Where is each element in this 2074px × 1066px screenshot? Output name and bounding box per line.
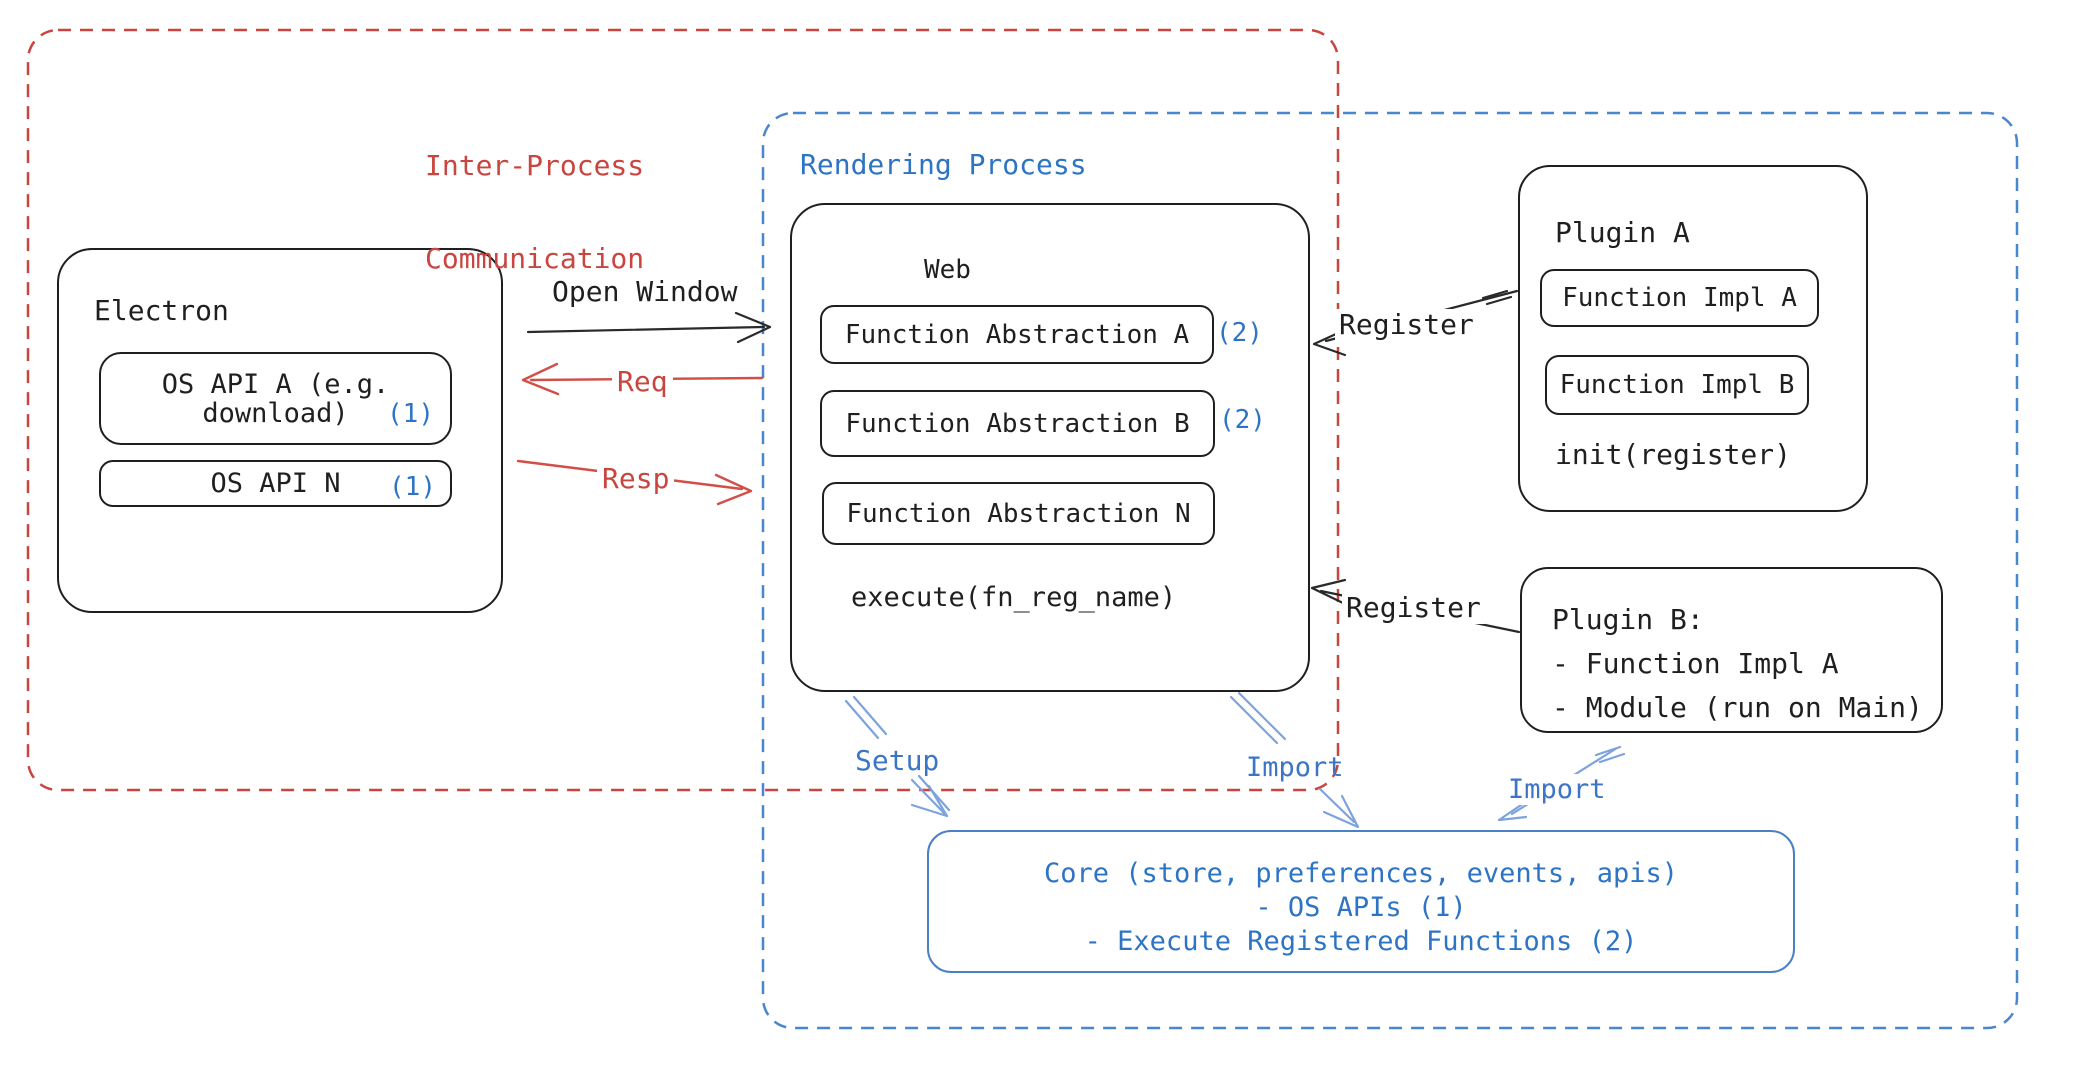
web-node: Web Function Abstraction A Function Abst… [790, 203, 1310, 692]
plugin-b-node: Plugin B: - Function Impl A - Module (ru… [1520, 567, 1943, 733]
plugin-a-title: Plugin A [1555, 216, 1690, 249]
rendering-process-group-outline [761, 111, 2019, 1030]
function-abstraction-a-ref: (2) [1216, 318, 1263, 348]
function-abstraction-a-label: Function Abstraction A [844, 319, 1190, 350]
function-abstraction-b-node: Function Abstraction B [820, 390, 1215, 457]
function-abstraction-b-label: Function Abstraction B [845, 408, 1190, 439]
core-title-line: Core (store, preferences, events, apis) [1044, 858, 1678, 889]
plugin-b-item-module: - Module (run on Main) [1552, 691, 1923, 724]
plugin-b-title: Plugin B: [1552, 603, 1704, 636]
function-impl-b-node: Function Impl B [1545, 355, 1809, 415]
execute-label: execute(fn_reg_name) [851, 582, 1177, 613]
setup-label: Setup [855, 744, 940, 777]
os-api-a-node: OS API A (e.g. download) (1) [99, 352, 452, 445]
open-window-arrow [526, 311, 772, 344]
resp-label: Resp [597, 463, 675, 495]
ipc-group-outline [26, 28, 1340, 792]
core-os-apis-line: - OS APIs (1) [1255, 892, 1467, 923]
electron-title: Electron [94, 294, 229, 327]
register-a-label: Register [1335, 309, 1478, 341]
os-api-n-label: OS API N [210, 468, 341, 499]
register-b-label: Register [1342, 592, 1485, 624]
function-abstraction-n-label: Function Abstraction N [846, 498, 1191, 529]
import-web-connector-line [1229, 691, 1287, 745]
open-window-label: Open Window [552, 275, 738, 308]
function-abstraction-b-ref: (2) [1219, 405, 1266, 435]
req-label: Req [612, 366, 673, 398]
plugin-b-item-impl-a: - Function Impl A [1552, 647, 1839, 680]
import-web-label: Import [1246, 752, 1344, 783]
init-register-label: init(register) [1555, 438, 1792, 471]
function-impl-a-node: Function Impl A [1540, 269, 1819, 327]
function-abstraction-a-node: Function Abstraction A [820, 305, 1214, 364]
os-api-a-label-line2: download) [202, 397, 349, 429]
core-node: Core (store, preferences, events, apis) … [927, 830, 1795, 973]
import-web-arrowhead [1318, 787, 1360, 829]
web-title: Web [924, 255, 971, 285]
os-api-n-ref: (1) [389, 472, 436, 502]
plugin-a-node: Plugin A Function Impl A Function Impl B… [1518, 165, 1868, 512]
function-abstraction-n-node: Function Abstraction N [822, 482, 1215, 545]
ipc-group-label-line2: Communication [425, 242, 645, 275]
rendering-process-group-label: Rendering Process [800, 148, 1087, 181]
os-api-a-ref: (1) [387, 399, 434, 429]
setup-connector-line [844, 695, 888, 740]
function-impl-b-label: Function Impl B [1559, 370, 1795, 400]
core-execute-line: - Execute Registered Functions (2) [1084, 926, 1638, 957]
os-api-n-node: OS API N (1) [99, 460, 452, 507]
ipc-group-label-line1: Inter-Process [425, 149, 645, 182]
setup-arrowhead [910, 774, 951, 818]
os-api-a-label-line1: OS API A (e.g. [161, 368, 390, 400]
import-plugin-label: Import [1503, 774, 1611, 805]
ipc-group-label: Inter-Process Communication [425, 88, 644, 336]
electron-node: Electron OS API A (e.g. download) (1) OS… [57, 248, 503, 613]
function-impl-a-label: Function Impl A [1562, 283, 1797, 313]
